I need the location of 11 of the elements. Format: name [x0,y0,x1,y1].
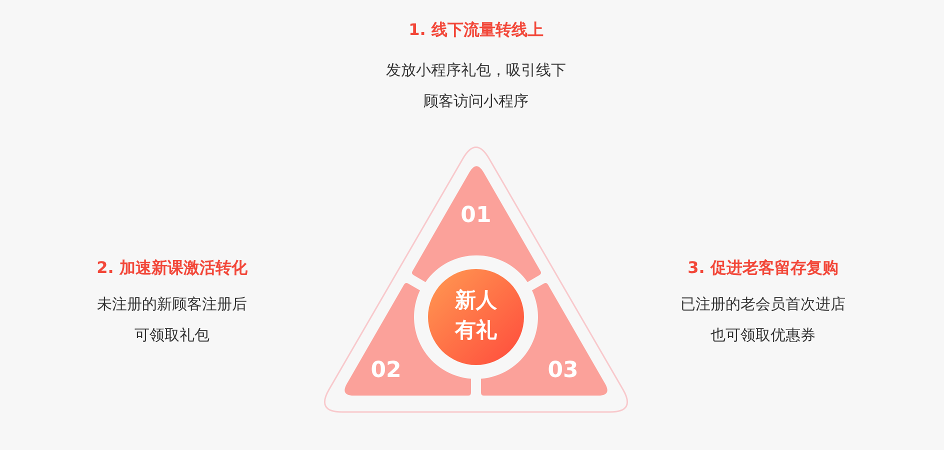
step-description: 未注册的新顾客注册后可领取礼包 [96,294,248,346]
step-heading: 3. 促进老客留存复购 [688,257,838,279]
segment-number: 02 [370,358,402,384]
segment-number: 03 [548,358,578,384]
step-heading: 1. 线下流量转线上 [408,19,544,41]
step-heading: 2. 加速新课激活转化 [96,257,248,279]
center-badge [428,269,524,366]
badge-title: 新人有礼 [454,287,498,344]
step-description: 发放小程序礼包，吸引线下顾客访问小程序 [385,60,567,112]
step-description: 已注册的老会员首次进店也可领取优惠券 [680,294,846,346]
segment-number: 01 [460,203,492,229]
